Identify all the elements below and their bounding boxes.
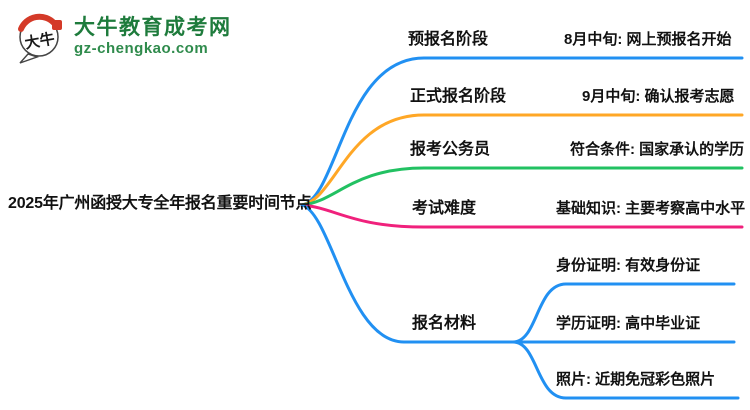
topic-pre-registration: 预报名阶段	[408, 31, 489, 48]
topic-exam-difficulty: 考试难度	[412, 200, 477, 217]
branch-line-pre-registration	[300, 56, 744, 207]
leaf-materials-photo: 照片: 近期免冠彩色照片	[556, 371, 716, 388]
logo-red-cap	[18, 13, 57, 32]
site-logo: 大牛 大牛教育成考网 gz-chengkao.com	[14, 8, 232, 64]
branch-line-materials-photo	[511, 340, 740, 400]
branch-line-civil-service	[300, 166, 744, 207]
logo-site-name: 大牛教育成考网	[74, 15, 232, 39]
leaf-materials-diploma: 学历证明: 高中毕业证	[556, 315, 701, 332]
topic-formal-registration: 正式报名阶段	[410, 88, 507, 105]
logo-red-seal	[52, 20, 62, 30]
logo-badge-text: 大牛	[23, 29, 56, 52]
branch-line-materials-trunk	[300, 203, 515, 344]
leaf-formal-registration-detail: 9月中旬: 确认报考志愿	[582, 88, 735, 105]
leaf-pre-registration-detail: 8月中旬: 网上预报名开始	[564, 31, 732, 48]
branch-line-materials-id	[511, 282, 736, 344]
leaf-materials-id: 身份证明: 有效身份证	[556, 257, 701, 274]
branch-line-formal-registration	[300, 113, 744, 207]
logo-text-block: 大牛教育成考网 gz-chengkao.com	[74, 15, 232, 58]
leaf-exam-difficulty-detail: 基础知识: 主要考察高中水平	[556, 200, 746, 217]
branch-line-exam-difficulty	[300, 203, 744, 229]
root-topic: 2025年广州函授大专全年报名重要时间节点	[8, 195, 312, 212]
logo-bull-icon: 大牛	[18, 13, 62, 64]
logo-site-domain: gz-chengkao.com	[74, 39, 209, 57]
topic-materials: 报名材料	[412, 315, 477, 332]
topic-civil-service: 报考公务员	[410, 141, 491, 158]
leaf-civil-service-detail: 符合条件: 国家承认的学历	[570, 141, 745, 158]
